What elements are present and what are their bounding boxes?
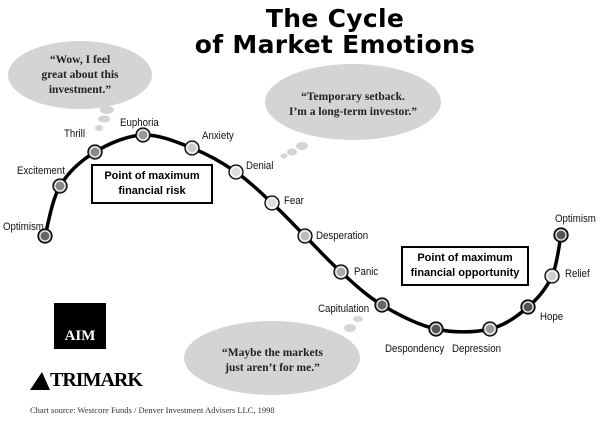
stage-node-inner — [546, 270, 558, 282]
stage-label-despondency: Despondency — [385, 343, 445, 355]
stage-label-denial: Denial — [246, 160, 274, 172]
box-line: financial opportunity — [410, 267, 520, 279]
bubble-dot — [344, 324, 356, 332]
bubble-line: “Wow, I feel — [49, 54, 111, 66]
stage-node-inner — [430, 323, 442, 335]
bubble-bottom — [184, 321, 360, 395]
stage-node-inner — [89, 146, 101, 158]
trimark-triangle-icon — [30, 372, 50, 390]
diagram-title: The Cycle of Market Emotions — [180, 6, 490, 58]
stage-label-anxiety: Anxiety — [202, 130, 234, 142]
stage-label-hope: Hope — [540, 311, 564, 323]
stage-node-inner — [376, 299, 388, 311]
bubble-dot — [98, 115, 110, 123]
bubble-dot — [353, 316, 363, 322]
stage-node-inner — [522, 301, 534, 313]
thought-bubbles — [8, 41, 441, 395]
stage-label-excitement: Excitement — [17, 165, 65, 177]
bubble-text-top-right: “Temporary setback. I’m a long-term inve… — [268, 90, 438, 120]
stage-label-fear: Fear — [284, 195, 304, 207]
stage-node-inner — [266, 197, 278, 209]
stage-label-panic: Panic — [354, 266, 379, 278]
stage-node-inner — [230, 166, 242, 178]
bubble-dot — [100, 106, 114, 114]
bubble-top-right — [265, 64, 441, 140]
stage-label-optimism: Optimism — [3, 221, 44, 233]
box-line: Point of maximum — [417, 252, 513, 264]
stage-label-depression: Depression — [452, 343, 501, 355]
stage-node-inner — [39, 230, 51, 242]
stage-node-inner — [335, 266, 347, 278]
aim-logo: AIM — [54, 303, 106, 349]
aim-logo-text: AIM — [64, 328, 96, 344]
stage-node-inner — [54, 180, 66, 192]
max-opportunity-box: Point of maximum financial opportunity — [401, 246, 529, 286]
bubble-line: just aren’t for me.” — [225, 362, 320, 374]
stage-label-capitulation: Capitulation — [318, 303, 370, 315]
chart-source: Chart source: Westcore Funds / Denver In… — [30, 405, 275, 415]
box-line: Point of maximum — [104, 170, 200, 182]
trimark-logo: TRIMARK — [50, 369, 143, 391]
box-line: financial risk — [118, 185, 186, 197]
stage-node-inner — [555, 229, 567, 241]
stage-node-inner — [299, 230, 311, 242]
max-risk-box: Point of maximum financial risk — [91, 164, 213, 204]
bubble-line: I’m a long-term investor.” — [289, 106, 417, 118]
bubble-text-bottom: “Maybe the markets just aren’t for me.” — [195, 346, 350, 376]
bubble-dot — [280, 153, 288, 159]
stage-label-desperation: Desperation — [316, 230, 369, 242]
bubble-line: great about this — [41, 69, 119, 81]
bubble-dot — [296, 142, 308, 150]
title-line-2: of Market Emotions — [194, 30, 476, 59]
bubble-dot — [287, 148, 297, 156]
bubble-line: “Temporary setback. — [301, 91, 405, 103]
bubble-dot — [329, 334, 343, 342]
bubble-line: investment.” — [48, 84, 112, 96]
bubble-line: “Maybe the markets — [222, 347, 323, 359]
bubble-dot — [95, 125, 103, 131]
stage-node-inner — [137, 129, 149, 141]
stage-node-inner — [484, 323, 496, 335]
bubble-top-left — [8, 41, 152, 109]
stage-label-thrill: Thrill — [64, 128, 85, 140]
stage-nodes — [37, 127, 569, 337]
stage-label-relief: Relief — [565, 268, 590, 280]
bubble-text-top-left: “Wow, I feel great about this investment… — [20, 53, 140, 98]
stage-label-euphoria: Euphoria — [120, 117, 159, 129]
stage-label-optimism: Optimism — [555, 213, 596, 225]
title-line-1: The Cycle — [265, 4, 405, 33]
stage-node-inner — [186, 142, 198, 154]
